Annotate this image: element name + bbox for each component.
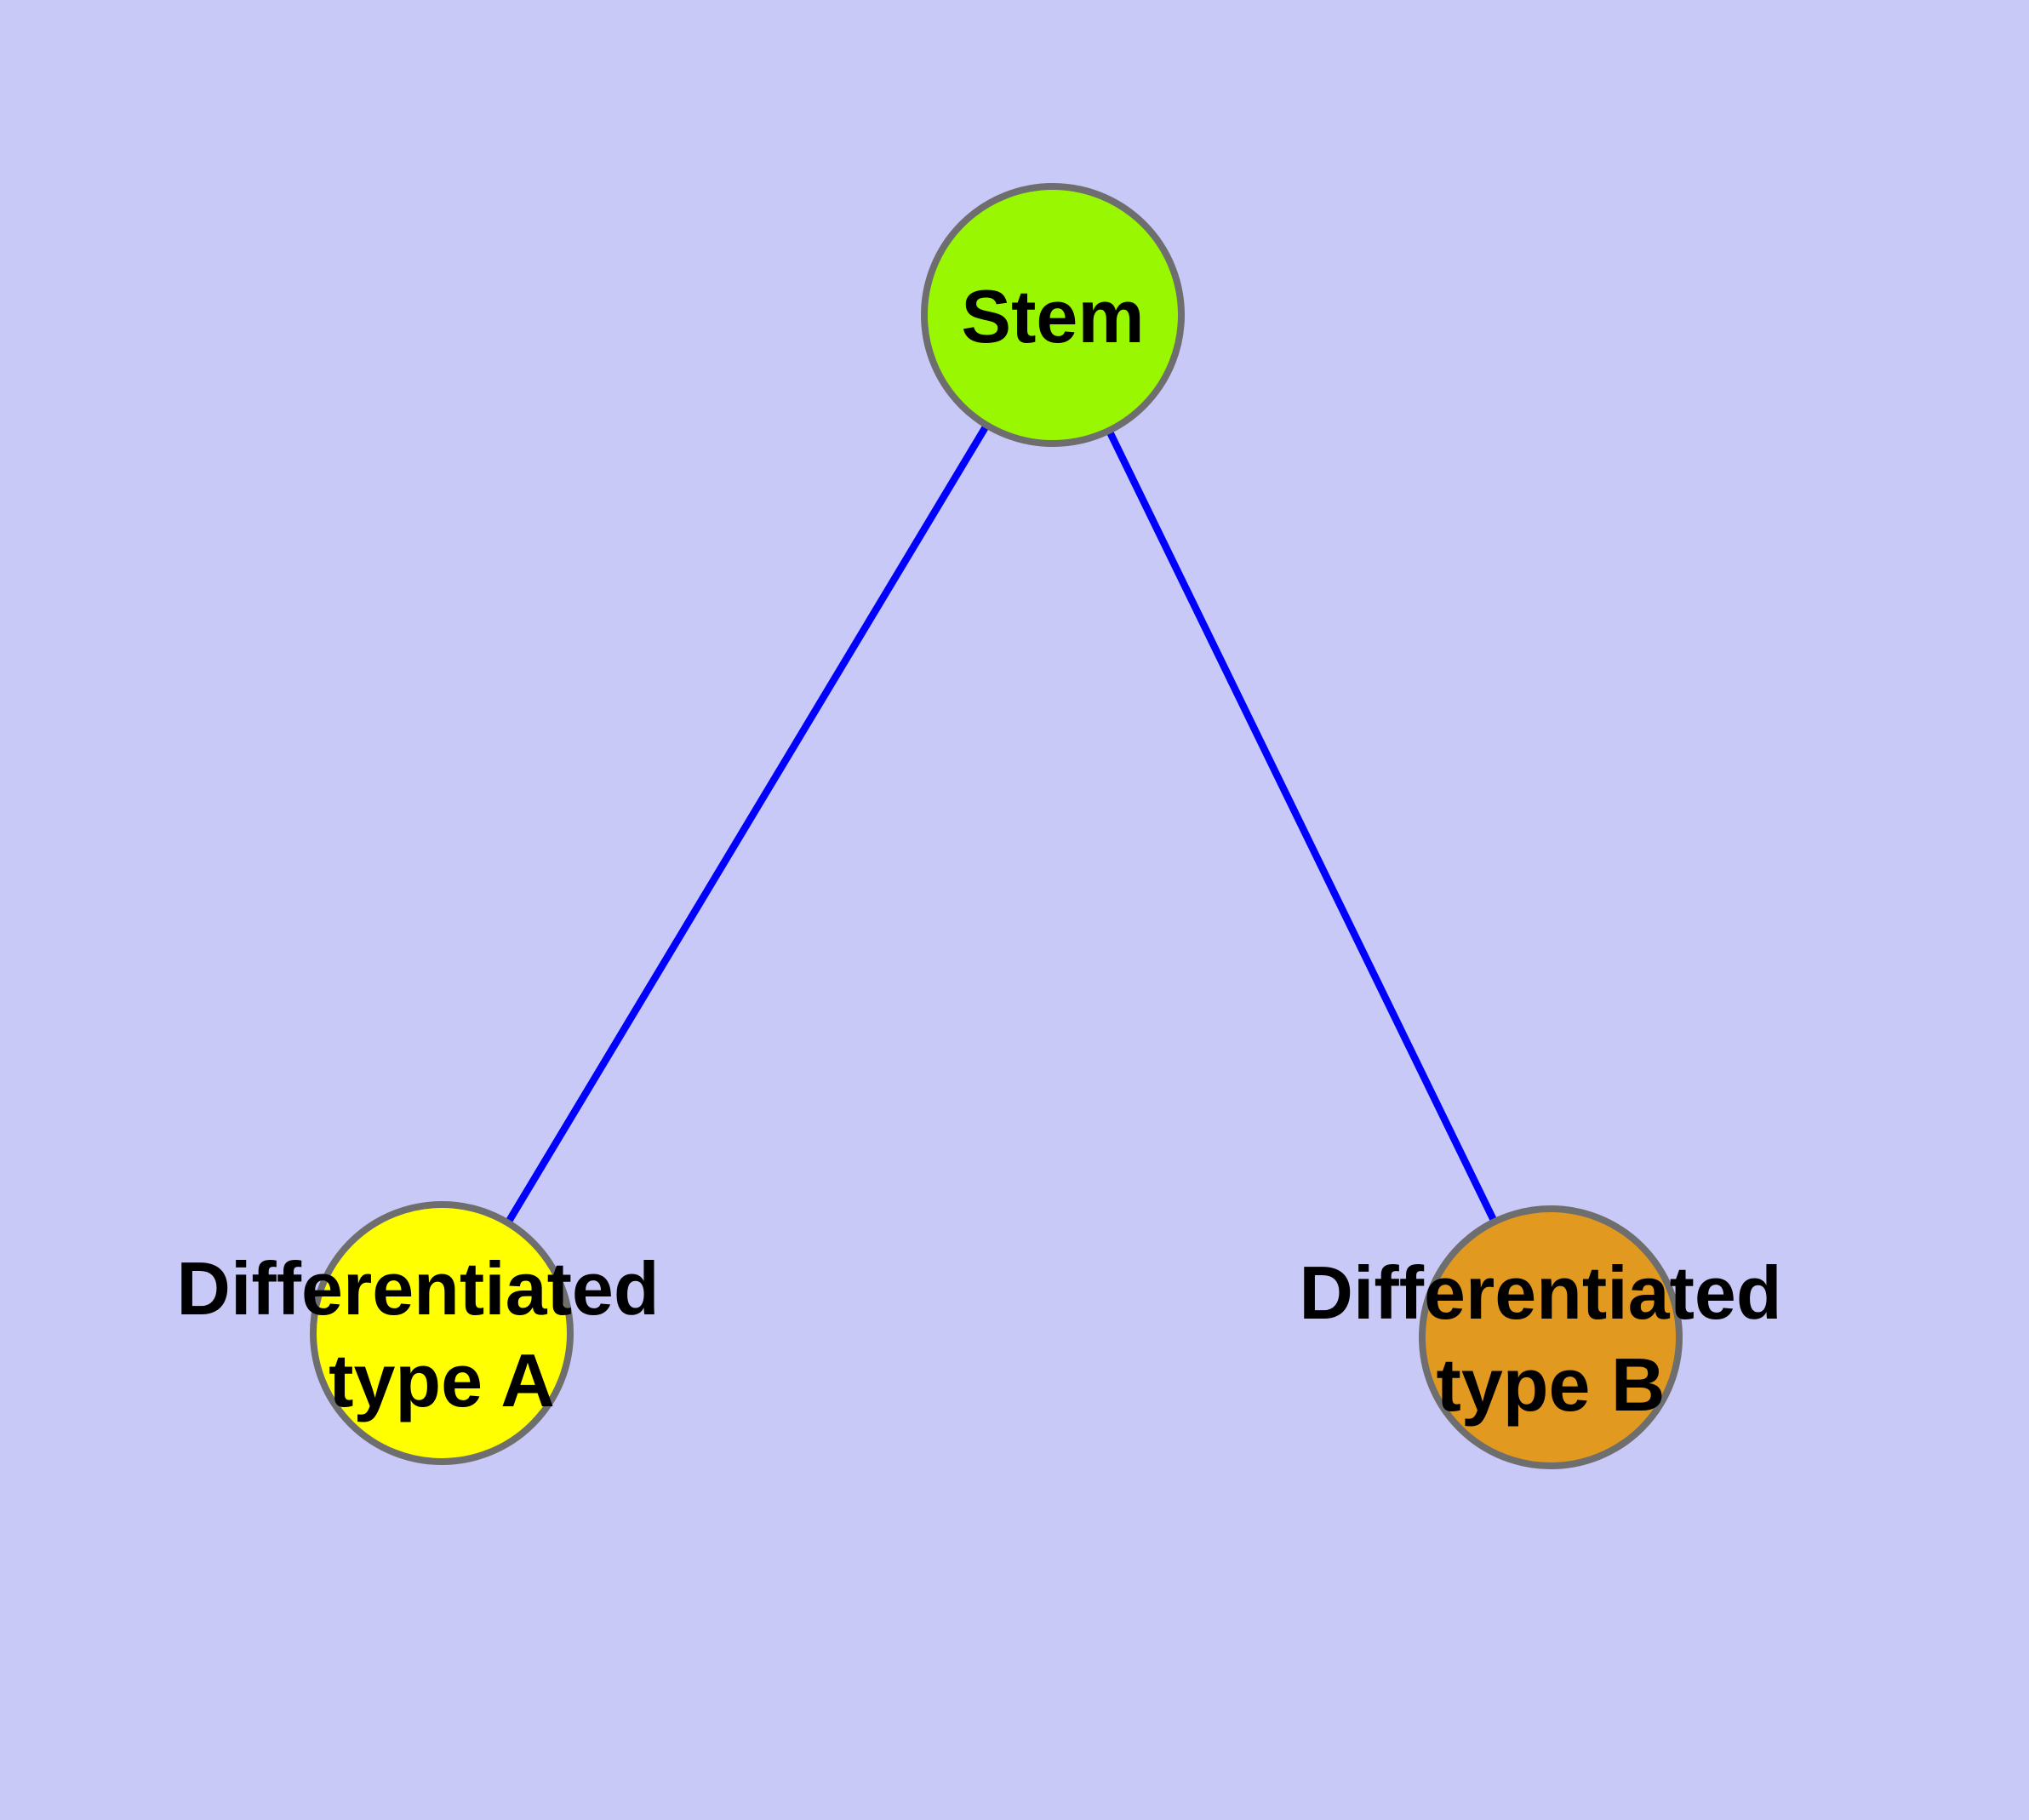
edge-stem-to-differentiated-type-b[interactable] xyxy=(1049,313,1554,1339)
node-differentiated-type-b-label-line1: Differentiated xyxy=(1299,1251,1781,1335)
node-stem[interactable] xyxy=(921,183,1185,447)
edge-stem-to-differentiated-type-a[interactable] xyxy=(438,312,1056,1336)
node-differentiated-type-a[interactable] xyxy=(310,1201,574,1465)
node-differentiated-type-b-label-line2: type B xyxy=(1437,1342,1666,1427)
node-stem-label: Stem xyxy=(961,274,1144,358)
node-differentiated-type-a-label-line2: type A xyxy=(329,1338,555,1422)
node-differentiated-type-b[interactable] xyxy=(1419,1205,1683,1469)
node-differentiated-type-a-label-line1: Differentiated xyxy=(176,1246,659,1331)
